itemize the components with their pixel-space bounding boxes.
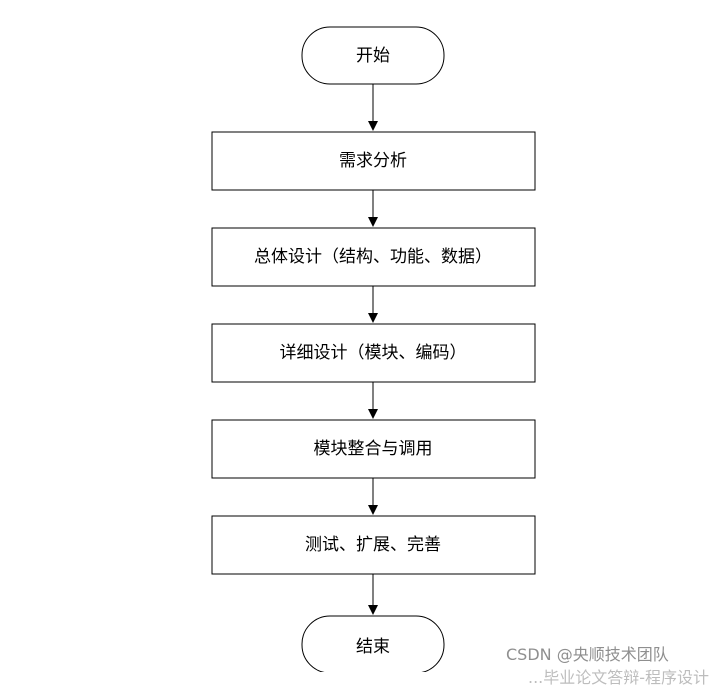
start-label: 开始 xyxy=(356,46,390,66)
process-label-testing: 测试、扩展、完善 xyxy=(305,535,441,555)
process-label-detailed-design: 详细设计（模块、编码） xyxy=(280,343,467,363)
process-label-integration: 模块整合与调用 xyxy=(314,439,433,459)
process-box-detailed-design xyxy=(211,323,536,383)
process-box-requirements xyxy=(211,131,536,191)
flowchart-diagram: 开始 需求分析 总体设计（结构、功能、数据） 详细设计（模块、编码） 模块整合与… xyxy=(211,26,536,672)
process-box-testing xyxy=(211,515,536,575)
process-label-requirements: 需求分析 xyxy=(339,151,407,171)
csdn-watermark: CSDN @央顺技术团队 xyxy=(506,645,669,664)
process-label-overall-design: 总体设计（结构、功能、数据） xyxy=(254,247,492,267)
end-node xyxy=(301,615,445,672)
watermark-subtext: ...毕业论文答辩-程序设计 xyxy=(528,668,710,687)
process-box-integration xyxy=(211,419,536,479)
end-label: 结束 xyxy=(356,637,390,657)
